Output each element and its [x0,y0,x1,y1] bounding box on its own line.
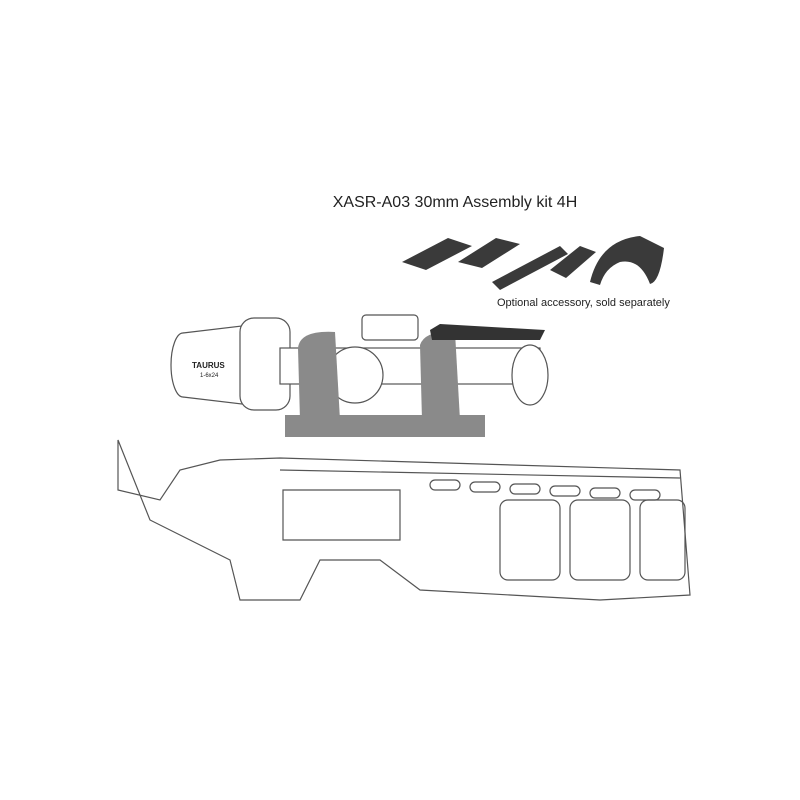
rifle-outline [117,439,691,601]
accessory-ring [590,236,664,285]
accessory-rail [492,246,568,290]
scope-model: 1-6x24 [200,373,219,379]
scope-mount [285,324,545,437]
accessory-plate-2 [458,238,520,268]
accessory-plate-1 [402,238,472,270]
accessory-parts [402,236,664,290]
scope-brand: TAURUS [192,361,225,370]
accessory-riser [550,246,596,278]
accessory-note: Optional accessory, sold separately [497,297,670,309]
product-title: XASR-A03 30mm Assembly kit 4H [332,194,578,211]
